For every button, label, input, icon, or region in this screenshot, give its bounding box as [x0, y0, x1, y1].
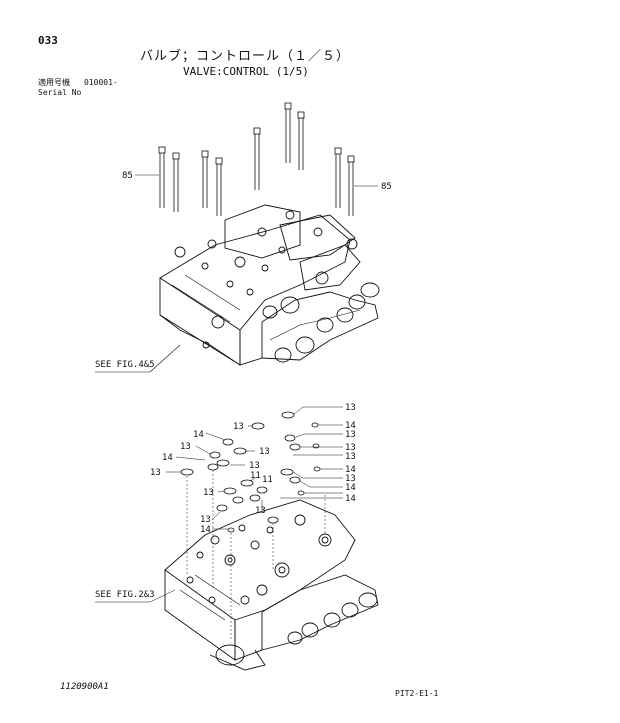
callout-13: 13 — [233, 422, 244, 432]
callout-14: 14 — [200, 525, 211, 535]
bolt-85 — [158, 102, 355, 216]
callout-14: 14 — [345, 421, 356, 431]
callout-14: 14 — [162, 453, 173, 463]
callout-13: 13 — [150, 468, 161, 478]
callout-14: 14 — [345, 494, 356, 504]
serial-label-english: Serial No — [38, 88, 82, 97]
callout-13: 13 — [345, 474, 356, 484]
callout-13: 13 — [249, 461, 260, 471]
callout-13: 13 — [255, 506, 266, 516]
callout-85-right: 85 — [381, 182, 392, 192]
serial-value: 010001- — [84, 78, 118, 87]
lower-valve-body — [164, 499, 379, 671]
title-english: VALVE:CONTROL (1/5) — [183, 65, 309, 78]
callout-14: 14 — [345, 483, 356, 493]
page-code: PIT2-E1-1 — [395, 689, 439, 698]
upper-valve-body — [159, 204, 380, 366]
callout-13: 13 — [200, 515, 211, 525]
page-number: 033 — [38, 34, 58, 47]
callout-11: 11 — [262, 475, 273, 485]
alignment-lines — [186, 470, 326, 640]
callout-13: 13 — [203, 488, 214, 498]
callout-13: 13 — [345, 403, 356, 413]
callout-13: 13 — [345, 452, 356, 462]
callout-13: 13 — [180, 442, 191, 452]
callout-13: 13 — [345, 443, 356, 453]
callout-14: 14 — [345, 465, 356, 475]
serial-label-japanese: 適用号機 — [38, 78, 70, 87]
drawing-number: 1120900A1 — [60, 682, 109, 692]
title-japanese: バルブ；コントロール（１／５） — [140, 49, 351, 64]
see-fig-upper-label: SEE FIG.4&5 — [95, 360, 155, 370]
callout-14: 14 — [193, 430, 204, 440]
callout-11: 11 — [250, 471, 261, 481]
callout-13: 13 — [345, 430, 356, 440]
see-fig-lower-label: SEE FIG.2&3 — [95, 590, 155, 600]
callout-leaders — [95, 406, 343, 603]
callout-13: 13 — [259, 447, 270, 457]
callout-85-left: 85 — [122, 171, 133, 181]
